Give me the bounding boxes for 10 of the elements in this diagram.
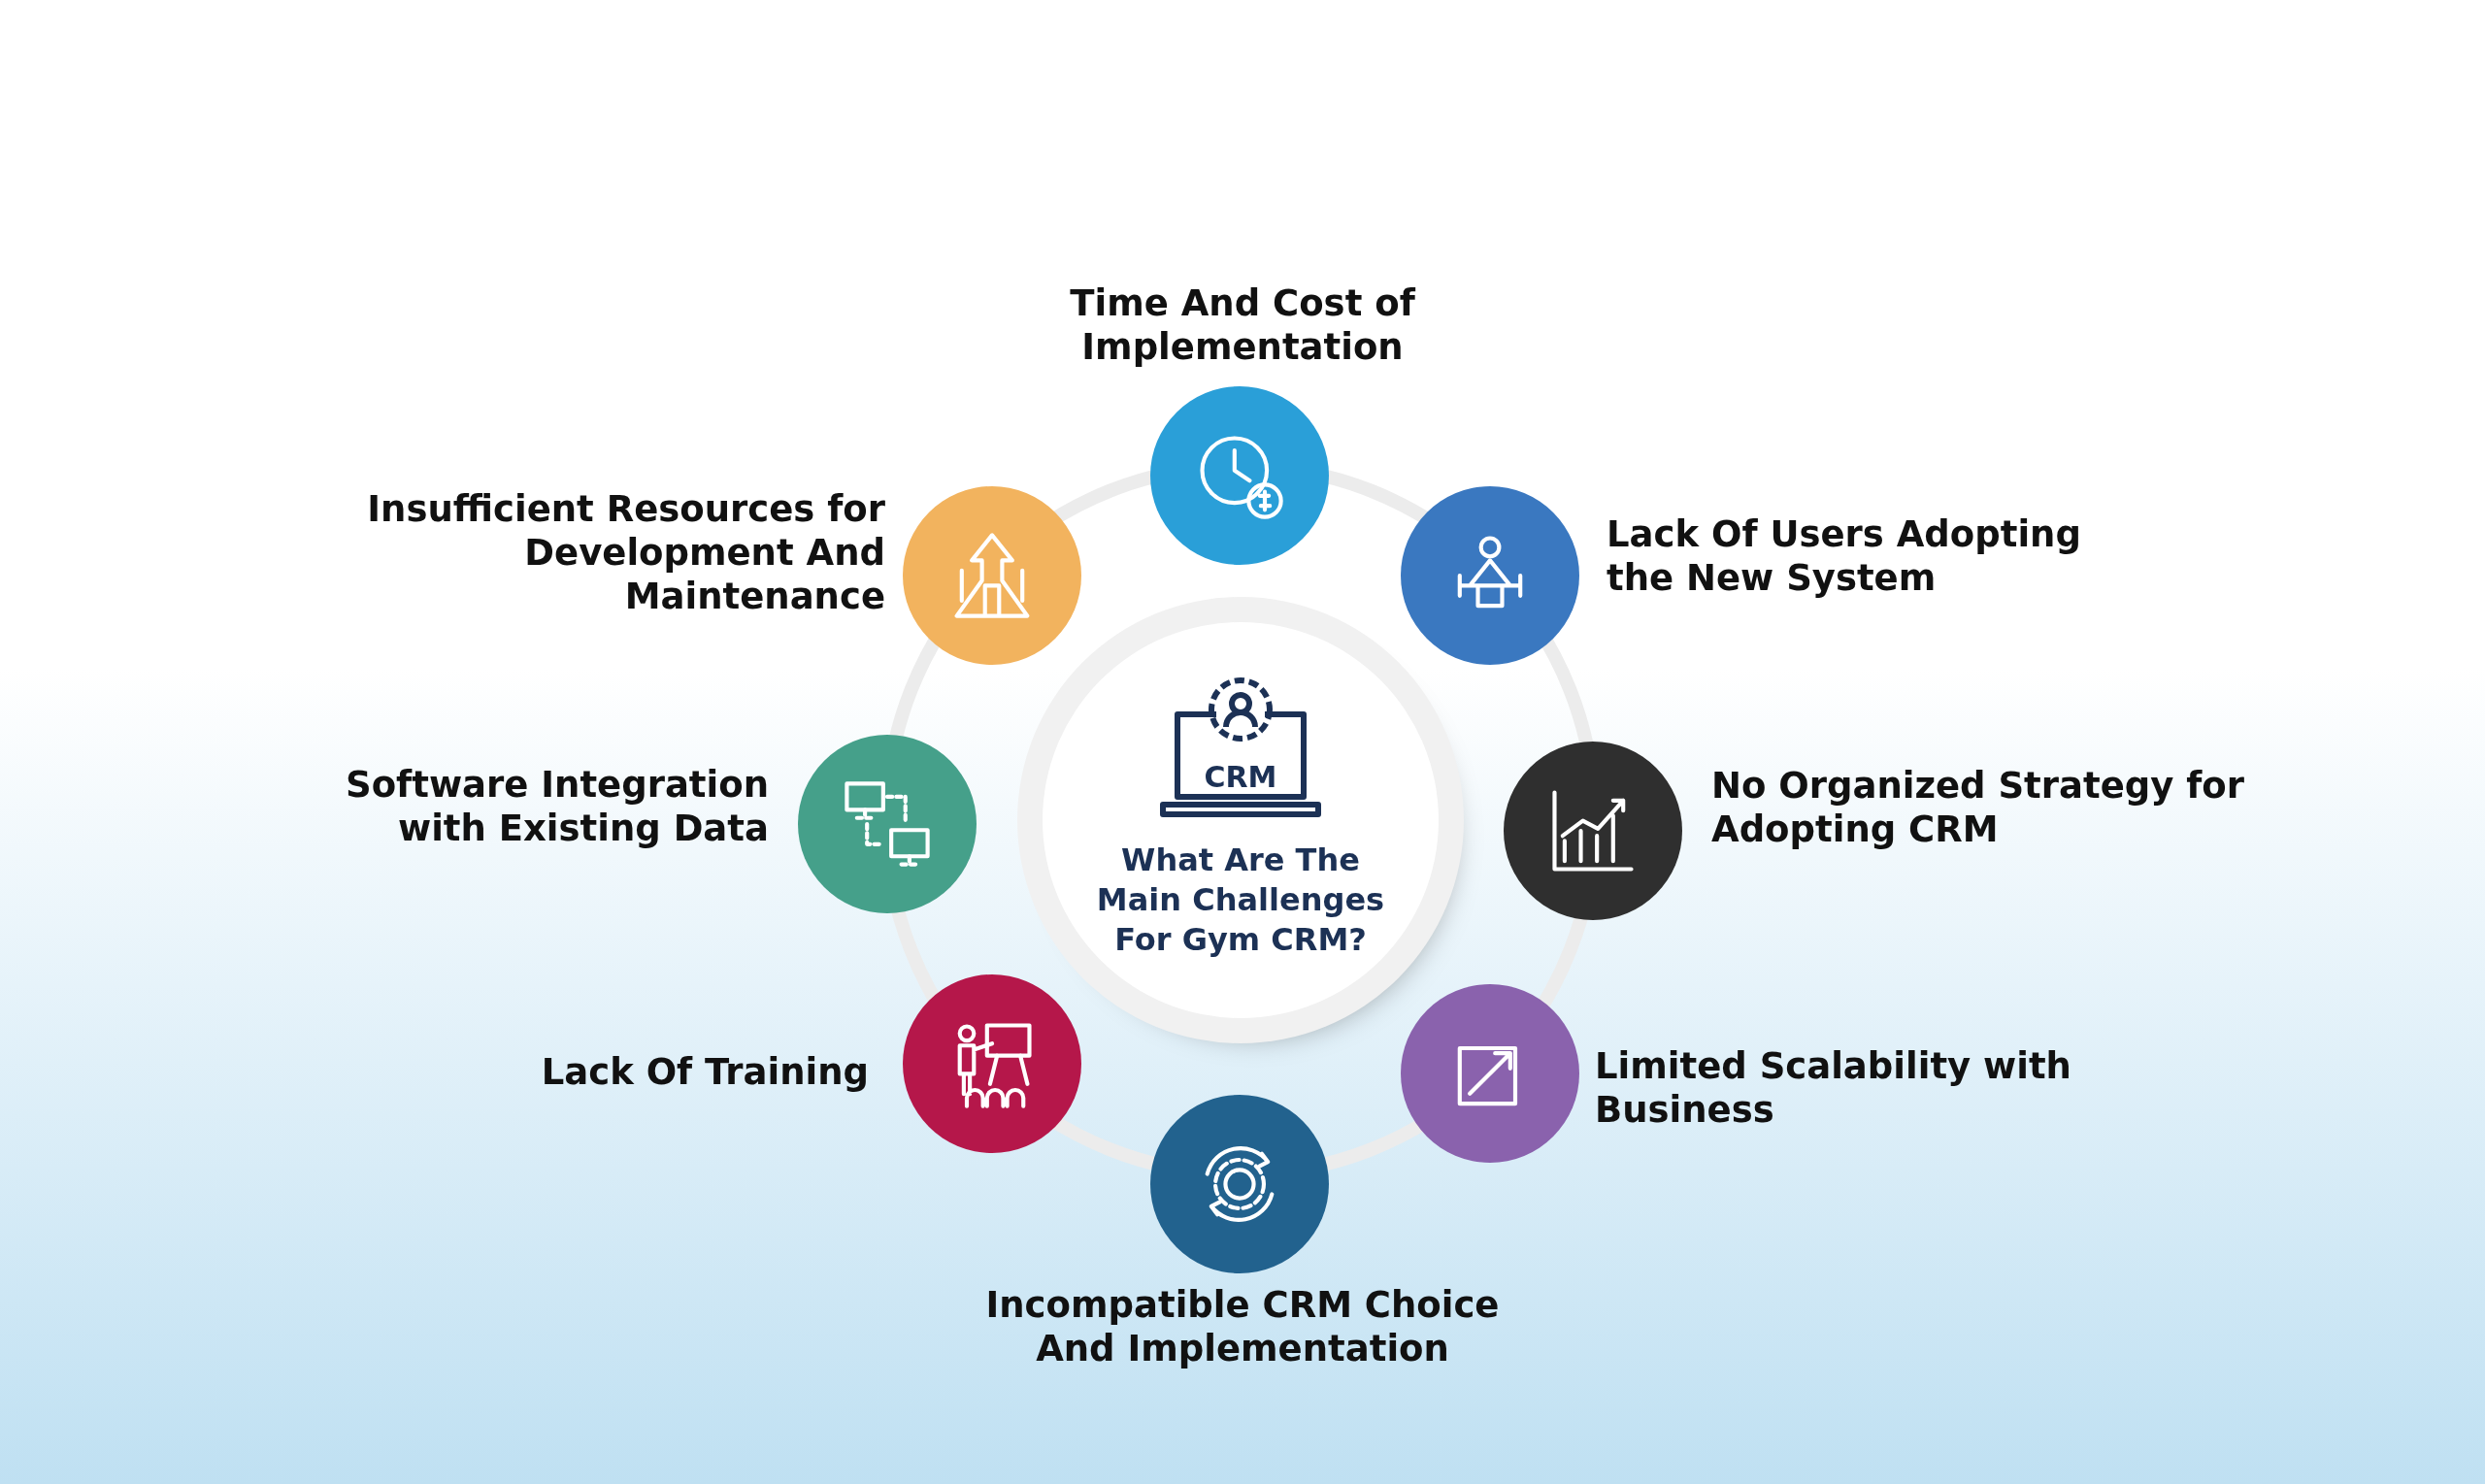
challenge-label: Time And Cost of Implementation	[1069, 281, 1417, 369]
challenge-label: Software Integration with Existing Data	[345, 763, 769, 850]
challenge-label: Insufficient Resources for Development And Maintenance	[366, 487, 885, 618]
screen-text: CRM	[1203, 760, 1278, 795]
challenge-label: Lack Of Training	[540, 1050, 869, 1094]
challenge-label: Incompatible CRM Choice And Implementation	[984, 1283, 1501, 1370]
challenge-label: Limited Scalability with Business	[1595, 1044, 2072, 1132]
center-question: What Are The Main Challenges For Gym CRM?	[1095, 841, 1386, 960]
challenge-label: No Organized Strategy for Adopting CRM	[1711, 764, 2246, 851]
challenge-label: Lack Of Users Adopting the New System	[1607, 512, 2082, 600]
